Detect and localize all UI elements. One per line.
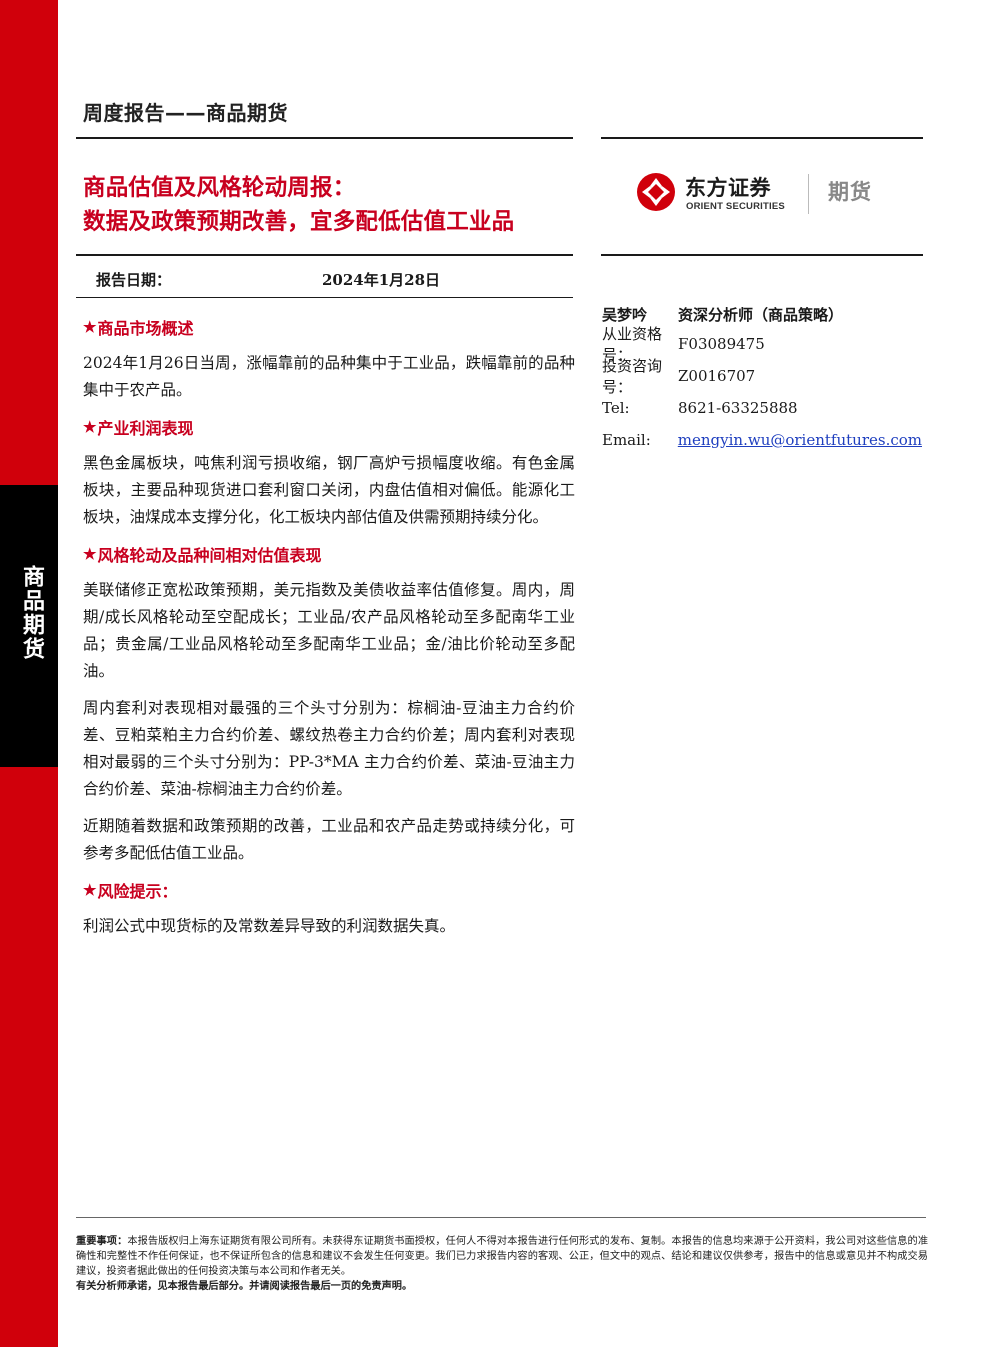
analyst-name: 吴梦吟 — [602, 305, 648, 324]
license-value: F03089475 — [678, 335, 765, 353]
disclaimer: 重要事项：本报告版权归上海东证期货有限公司所有。未获得东证期货书面授权，任何人不… — [76, 1234, 928, 1294]
analyst-header: 吴梦吟 资深分析师（商品策略） — [602, 300, 922, 328]
section-title-text: 风格轮动及品种间相对估值表现 — [97, 546, 322, 565]
section-title-text: 风险提示： — [97, 882, 178, 901]
logo-divider — [808, 174, 809, 214]
footer-rule — [76, 1217, 926, 1218]
paragraph: 美联储修正宽松政策预期，美元指数及美债收益率估值修复。周内，周期/成长风格轮动至… — [83, 581, 575, 680]
section-title-text: 商品市场概述 — [97, 319, 194, 338]
star-icon: ★ — [83, 318, 97, 336]
star-icon: ★ — [83, 418, 97, 436]
analyst-card: 吴梦吟 资深分析师（商品策略） 从业资格号： F03089475 投资咨询号： … — [602, 300, 922, 456]
report-type: 周度报告——商品期货 — [83, 101, 288, 125]
date-rule — [76, 297, 573, 298]
star-icon: ★ — [83, 545, 97, 563]
section-industry-profit: ★ 产业利润表现 黑色金属板块，吨焦利润亏损收缩，钢厂高炉亏损幅度收缩。有色金属… — [83, 414, 575, 531]
section-risk-warning: ★ 风险提示： 利润公式中现货标的及常数差异导致的利润数据失真。 — [83, 877, 575, 940]
side-tab-label: 商品期货 — [19, 565, 44, 661]
side-tab — [0, 485, 58, 767]
section-title: ★ 风格轮动及品种间相对估值表现 — [83, 541, 575, 567]
report-title-line-1: 商品估值及风格轮动周报： — [83, 175, 356, 201]
paragraph: 近期随着数据和政策预期的改善，工业品和农产品走势或持续分化，可参考多配低估值工业… — [83, 817, 575, 862]
disclaimer-text: 本报告版权归上海东证期货有限公司所有。未获得东证期货书面授权，任何人不得对本报告… — [76, 1236, 929, 1277]
title-rule-right — [601, 254, 923, 256]
logo-division: 期货 — [828, 180, 872, 204]
header-rule-right — [601, 137, 923, 139]
advisory-label: 投资咨询号： — [602, 357, 663, 396]
disclaimer-label: 重要事项： — [76, 1235, 128, 1247]
header-rule-left — [76, 137, 573, 139]
email-label: Email: — [602, 431, 651, 449]
orient-logo-icon — [637, 173, 675, 211]
section-title-text: 产业利润表现 — [97, 419, 194, 438]
tel-value: 8621-63325888 — [678, 399, 798, 417]
email-link[interactable]: mengyin.wu@orientfutures.com — [677, 431, 922, 449]
report-date-label: 报告日期： — [96, 271, 172, 289]
license-row: 从业资格号： F03089475 — [602, 325, 922, 364]
section-title: ★ 产业利润表现 — [83, 414, 575, 440]
section-title: ★ 风险提示： — [83, 877, 575, 903]
license-label: 从业资格号： — [602, 325, 663, 364]
section-market-overview: ★ 商品市场概述 2024年1月26日当周，涨幅靠前的品种集中于工业品，跌幅靠前… — [83, 314, 575, 404]
advisory-value: Z0016707 — [678, 367, 756, 385]
summary-content: ★ 商品市场概述 2024年1月26日当周，涨幅靠前的品种集中于工业品，跌幅靠前… — [83, 314, 575, 950]
logo-company-name: 东方证券 — [685, 176, 771, 200]
advisory-row: 投资咨询号： Z0016707 — [602, 357, 922, 396]
title-rule-left — [76, 254, 573, 256]
section-style-rotation: ★ 风格轮动及品种间相对估值表现 美联储修正宽松政策预期，美元指数及美债收益率估… — [83, 541, 575, 867]
email-row: Email: mengyin.wu@orientfutures.com — [602, 424, 922, 456]
report-title: 商品估值及风格轮动周报： 数据及政策预期改善，宜多配低估值工业品 — [83, 171, 514, 239]
disclaimer-note: 有关分析师承诺，见本报告最后部分。并请阅读报告最后一页的免责声明。 — [76, 1280, 413, 1292]
section-title: ★ 商品市场概述 — [83, 314, 575, 340]
star-icon: ★ — [83, 881, 97, 899]
report-title-line-2: 数据及政策预期改善，宜多配低估值工业品 — [83, 209, 515, 235]
paragraph: 周内套利对表现相对最强的三个头寸分别为：棕榈油-豆油主力合约价差、豆粕菜粕主力合… — [83, 699, 575, 798]
paragraph: 2024年1月26日当周，涨幅靠前的品种集中于工业品，跌幅靠前的品种集中于农产品… — [83, 354, 575, 399]
logo-english-name: ORIENT SECURITIES — [686, 201, 785, 212]
paragraph: 黑色金属板块，吨焦利润亏损收缩，钢厂高炉亏损幅度收缩。有色金属板块，主要品种现货… — [83, 454, 575, 526]
company-logo: 东方证券 ORIENT SECURITIES 期货 — [636, 170, 886, 218]
tel-label: Tel: — [602, 399, 630, 417]
tel-row: Tel: 8621-63325888 — [602, 392, 922, 424]
report-date-value: 2024年1月28日 — [322, 271, 441, 289]
paragraph: 利润公式中现货标的及常数差异导致的利润数据失真。 — [83, 917, 456, 935]
analyst-title: 资深分析师（商品策略） — [678, 305, 844, 324]
